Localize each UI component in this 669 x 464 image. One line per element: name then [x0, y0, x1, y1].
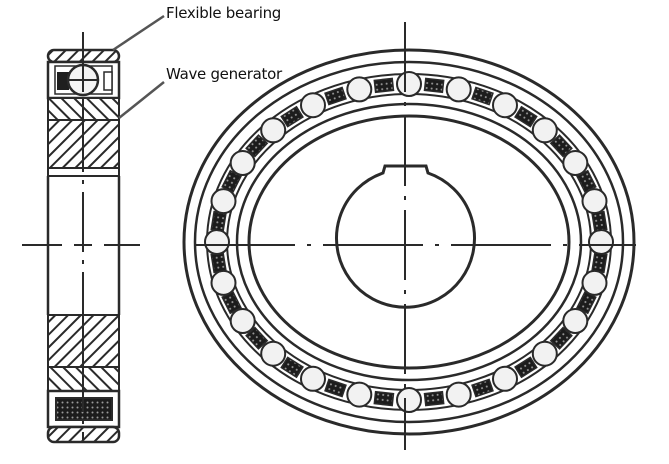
ball: [346, 381, 373, 408]
cage-separator: [549, 326, 573, 350]
ball: [210, 269, 237, 296]
cage-separator: [210, 210, 227, 233]
ball: [588, 229, 614, 255]
bearing-balls: [204, 71, 614, 413]
ball: [300, 92, 326, 119]
leader-lines: [112, 14, 165, 119]
wave-generator-label: Wave generator: [166, 65, 282, 83]
cage-separator: [471, 86, 494, 106]
cage-separator: [591, 251, 608, 274]
ball: [581, 188, 608, 215]
flexible-bearing-label: Flexible bearing: [166, 4, 281, 22]
ball: [531, 117, 558, 144]
cage-separator: [245, 326, 269, 350]
ball: [396, 387, 422, 413]
front-view: [182, 22, 636, 450]
ball: [260, 340, 287, 367]
cage-separator: [373, 390, 395, 407]
cage-separator: [549, 134, 573, 158]
cage-separator: [245, 134, 269, 158]
ball: [562, 308, 589, 334]
ball: [445, 76, 472, 103]
ball: [300, 365, 326, 392]
ball: [562, 150, 589, 176]
ball: [260, 117, 287, 144]
ball: [210, 188, 237, 215]
cage-separator: [324, 86, 347, 106]
side-section-view: [22, 32, 140, 444]
cage-separator: [514, 356, 538, 379]
ball: [396, 71, 422, 97]
cage-separator: [423, 77, 445, 94]
cage-separator: [514, 105, 538, 128]
ball: [581, 269, 608, 296]
cage-separator: [373, 77, 395, 94]
cage-separator: [324, 378, 347, 398]
ball: [492, 365, 518, 392]
cage-separator: [423, 390, 445, 407]
ball: [445, 381, 472, 408]
ball: [346, 76, 373, 103]
ball: [229, 308, 256, 334]
cage-separator: [210, 251, 227, 274]
ball: [229, 150, 256, 176]
ball: [531, 340, 558, 367]
cage-separator: [280, 105, 304, 128]
cage-separator: [471, 378, 494, 398]
cage-separator: [591, 210, 608, 233]
ball: [492, 92, 518, 119]
ball: [204, 229, 230, 255]
cage-separator: [280, 356, 304, 379]
